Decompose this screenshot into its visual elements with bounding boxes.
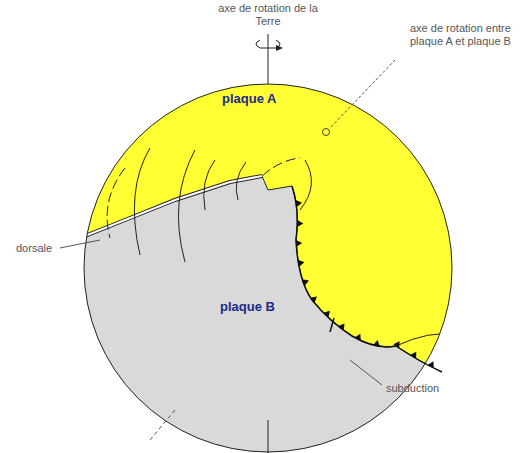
fracture-zone [134, 148, 150, 255]
leader-line [331, 60, 395, 127]
subduction-tooth [410, 352, 416, 359]
subduction-tooth [373, 340, 380, 347]
axis-label: axe de rotation de la Terre [208, 2, 328, 27]
subduction-tooth [428, 361, 434, 368]
leader-line [350, 360, 382, 385]
pole-label: axe de rotation entre plaque A et plaque… [410, 22, 526, 47]
plate-label: plaque A [222, 92, 322, 107]
earth-axis [268, 34, 269, 84]
fracture-zone [300, 160, 311, 210]
tick [330, 318, 334, 332]
fracture-zone [107, 168, 125, 238]
earth-axis [268, 420, 269, 453]
subduction-tooth [355, 334, 361, 341]
fracture-zone [204, 160, 215, 210]
fracture-zone [262, 158, 300, 176]
subduction-tooth [310, 297, 317, 304]
rotation-pole [323, 129, 330, 136]
leader-line [60, 240, 100, 248]
fracture-zone [396, 334, 455, 346]
subduction-tooth [338, 323, 344, 330]
feature-label: subduction [386, 382, 476, 395]
subduction-tooth [323, 311, 330, 318]
subduction-tooth [296, 240, 302, 247]
feature-label: dorsale [16, 242, 76, 255]
fracture-zone [178, 150, 195, 262]
plate-label: plaque B [220, 300, 320, 315]
subduction-tooth [302, 279, 309, 286]
fracture-zone [236, 162, 246, 200]
guide-line [150, 410, 175, 440]
subduction-tooth [297, 220, 303, 227]
subduction-tooth [393, 341, 399, 348]
rotation-arrowhead [276, 45, 283, 51]
globe-outline [84, 84, 452, 452]
subduction-teeth [296, 200, 434, 368]
subduction-tooth [298, 260, 305, 267]
subduction-tooth [296, 200, 302, 207]
plate-b-region [60, 176, 470, 453]
subduction-line [292, 186, 442, 372]
